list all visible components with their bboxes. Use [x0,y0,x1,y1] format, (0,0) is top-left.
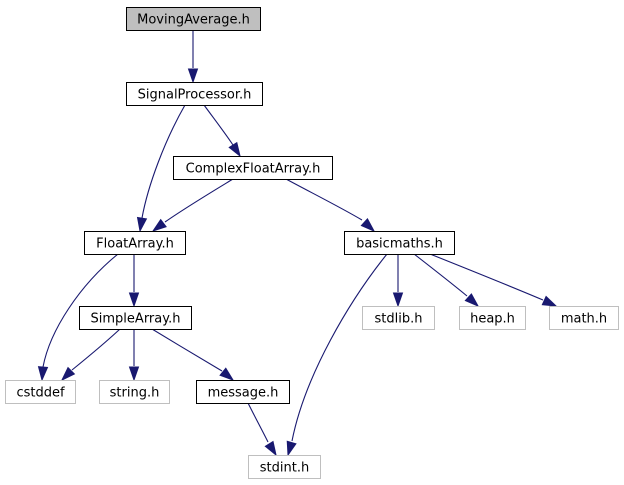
edge-simplearray-to-string [128,329,140,382]
edge-line [151,328,223,372]
node-cstddef: cstddef [5,380,76,404]
node-label: MovingAverage.h [137,13,250,28]
node-box [84,231,186,255]
arrowhead-icon [128,366,140,382]
node-label: heap.h [470,312,515,327]
arrowhead-icon [541,295,558,307]
arrowhead-icon [392,292,404,308]
node-complexfloatarray[interactable]: ComplexFloatArray.h [173,156,333,180]
node-box [79,306,192,330]
arrowhead-icon [187,68,199,84]
edge-basicmaths-to-math [429,253,558,307]
edge-complexfloatarray-to-floatarray [151,178,234,232]
node-floatarray[interactable]: FloatArray.h [84,231,186,255]
edge-line [203,104,234,146]
node-label: string.h [110,386,160,401]
edge-movingaverage-to-signalprocessor [187,30,199,84]
node-box [5,380,76,404]
arrowhead-icon [37,366,49,382]
node-label: FloatArray.h [96,237,174,252]
edge-line [413,253,468,297]
edge-signalprocessor-to-floatarray [136,104,186,233]
node-stdint: stdint.h [248,455,321,479]
node-label: message.h [208,386,279,401]
edge-simplearray-to-cstddef [60,328,121,382]
node-basicmaths[interactable]: basicmaths.h [344,231,455,255]
node-label: basicmaths.h [356,237,443,252]
node-box [248,455,321,479]
edge-line [164,178,234,223]
node-heap: heap.h [459,306,526,330]
node-box [126,7,261,31]
arrowhead-icon [360,218,376,233]
arrowhead-icon [136,216,148,233]
edge-message-to-stdint [247,402,277,457]
node-label: ComplexFloatArray.h [186,162,321,177]
node-label: stdlib.h [375,312,423,327]
node-box [126,82,263,106]
edge-line [141,104,186,219]
arrowhead-icon [286,440,297,457]
node-box [344,231,455,255]
arrowhead-icon [60,366,76,382]
node-signalprocessor[interactable]: SignalProcessor.h [126,82,263,106]
arrowhead-icon [228,141,241,158]
edge-complexfloatarray-to-basicmaths [285,178,376,233]
arrowhead-icon [219,367,235,381]
arrowhead-icon [264,440,277,457]
node-box [173,156,333,180]
node-box [196,380,290,404]
edge-floatarray-to-cstddef [37,253,119,382]
node-label: stdint.h [260,461,309,476]
edge-line [71,328,121,371]
node-label: SignalProcessor.h [138,88,252,103]
edges-layer [37,30,558,457]
node-simplearray[interactable]: SimpleArray.h [79,306,192,330]
node-math: math.h [549,306,619,330]
edge-line [429,253,544,301]
edge-basicmaths-to-stdint [286,253,388,457]
node-box [362,306,435,330]
nodes-layer: MovingAverage.hSignalProcessor.hComplexF… [5,7,619,479]
node-box [99,380,170,404]
node-box [549,306,619,330]
arrowhead-icon [151,218,167,232]
node-label: math.h [561,312,607,327]
node-string: string.h [99,380,170,404]
node-label: cstddef [16,386,65,401]
node-label: SimpleArray.h [91,312,181,327]
edge-basicmaths-to-stdlib [392,254,404,308]
edge-signalprocessor-to-complexfloatarray [203,104,241,158]
arrowhead-icon [464,293,480,308]
edge-simplearray-to-message [151,328,235,381]
edge-line [285,178,363,221]
node-box [459,306,526,330]
edge-floatarray-to-simplearray [128,254,140,308]
node-movingaverage[interactable]: MovingAverage.h [126,7,261,31]
edge-line [291,253,388,442]
edge-line [42,253,119,368]
arrowhead-icon [128,292,140,308]
edge-line [247,402,269,443]
node-stdlib: stdlib.h [362,306,435,330]
node-message[interactable]: message.h [196,380,290,404]
edge-basicmaths-to-heap [413,253,480,308]
